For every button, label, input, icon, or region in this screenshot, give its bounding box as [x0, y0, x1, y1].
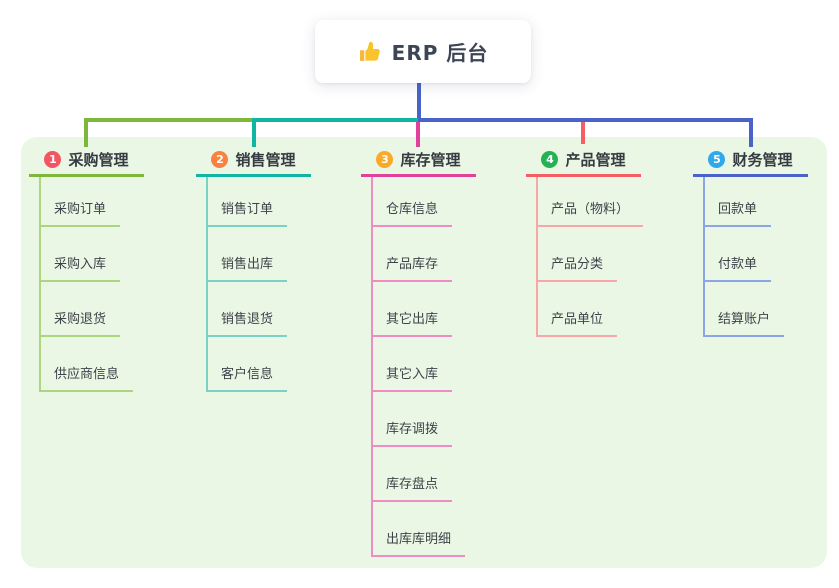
child-node[interactable]: 库存调拨: [373, 392, 453, 447]
child-node[interactable]: 仓库信息: [373, 177, 453, 227]
branch-node[interactable]: 5 财务管理: [693, 148, 808, 177]
branches-panel: [21, 137, 827, 568]
branch-node[interactable]: 2 销售管理: [196, 148, 311, 177]
branch-children: 销售订单销售出库销售退货客户信息: [206, 177, 288, 392]
child-node[interactable]: 回款单: [705, 177, 772, 227]
child-node[interactable]: 产品分类: [538, 227, 618, 282]
rail-blue-line: [418, 118, 753, 122]
branch-number-badge: 4: [541, 151, 559, 168]
branch-children: 仓库信息产品库存其它出库其它入库库存调拨库存盘点出库库明细: [371, 177, 466, 557]
root-node[interactable]: ERP 后台: [315, 20, 531, 83]
branch-children: 回款单付款单结算账户: [703, 177, 785, 337]
child-node[interactable]: 产品（物料）: [538, 177, 644, 227]
child-node[interactable]: 产品库存: [373, 227, 453, 282]
child-node[interactable]: 客户信息: [208, 337, 288, 392]
child-node[interactable]: 销售出库: [208, 227, 288, 282]
branch-4: 4 产品管理 产品（物料）产品分类产品单位: [526, 148, 676, 337]
child-node[interactable]: 库存盘点: [373, 447, 453, 502]
drop-line-inventory: [416, 122, 420, 147]
branch-title: 采购管理: [68, 151, 129, 169]
branch-node[interactable]: 4 产品管理: [526, 148, 641, 177]
drop-line-finance: [749, 118, 753, 147]
child-node[interactable]: 结算账户: [705, 282, 785, 337]
rail-teal-line: [254, 118, 418, 122]
child-node[interactable]: 其它出库: [373, 282, 453, 337]
branch-node[interactable]: 1 采购管理: [29, 148, 144, 177]
child-node[interactable]: 其它入库: [373, 337, 453, 392]
branch-1: 1 采购管理 采购订单采购入库采购退货供应商信息: [29, 148, 179, 392]
branch-title: 产品管理: [565, 151, 626, 169]
child-node[interactable]: 采购退货: [41, 282, 121, 337]
branch-2: 2 销售管理 销售订单销售出库销售退货客户信息: [196, 148, 346, 392]
root-stem-line: [417, 83, 421, 122]
branch-number-badge: 2: [211, 151, 229, 168]
branch-title: 库存管理: [400, 151, 461, 169]
branch-title: 财务管理: [732, 151, 793, 169]
drop-line-purchase: [84, 118, 88, 147]
branch-number-badge: 3: [376, 151, 394, 168]
drop-line-product: [581, 122, 585, 144]
drop-line-sales: [252, 118, 256, 147]
child-node[interactable]: 供应商信息: [41, 337, 134, 392]
child-node[interactable]: 采购订单: [41, 177, 121, 227]
thumbs-up-icon: [358, 40, 382, 64]
branch-children: 采购订单采购入库采购退货供应商信息: [39, 177, 134, 392]
branch-title: 销售管理: [235, 151, 296, 169]
rail-green-line: [84, 118, 254, 122]
child-node[interactable]: 产品单位: [538, 282, 618, 337]
branch-3: 3 库存管理 仓库信息产品库存其它出库其它入库库存调拨库存盘点出库库明细: [361, 148, 511, 557]
branch-number-badge: 1: [44, 151, 62, 168]
child-node[interactable]: 出库库明细: [373, 502, 466, 557]
branch-node[interactable]: 3 库存管理: [361, 148, 476, 177]
branch-5: 5 财务管理 回款单付款单结算账户: [693, 148, 839, 337]
branch-number-badge: 5: [708, 151, 726, 168]
child-node[interactable]: 销售退货: [208, 282, 288, 337]
child-node[interactable]: 付款单: [705, 227, 772, 282]
child-node[interactable]: 采购入库: [41, 227, 121, 282]
child-node[interactable]: 销售订单: [208, 177, 288, 227]
branch-children: 产品（物料）产品分类产品单位: [536, 177, 644, 337]
root-title: ERP 后台: [391, 41, 489, 65]
